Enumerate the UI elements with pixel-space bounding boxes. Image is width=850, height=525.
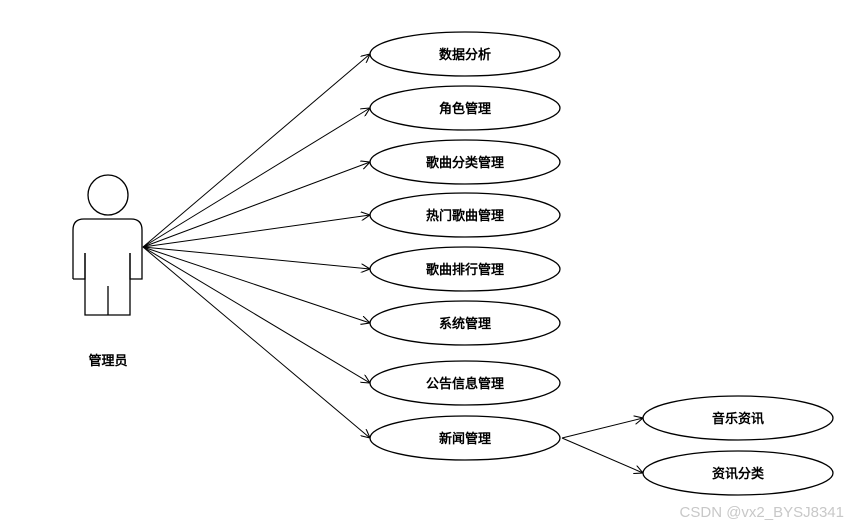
actor-head	[87, 174, 129, 216]
use-case-ellipse	[369, 192, 561, 238]
use-case-ellipse	[369, 360, 561, 406]
association-arrow	[561, 437, 643, 473]
use-case-label: 数据分析	[439, 47, 491, 63]
use-case-ellipse	[369, 246, 561, 292]
use-case-ellipse	[369, 415, 561, 461]
association-arrow	[142, 246, 370, 438]
association-arrow	[561, 418, 643, 439]
use-case-label: 歌曲排行管理	[426, 262, 504, 278]
association-arrow	[142, 108, 370, 248]
use-case-6: 公告信息管理	[369, 360, 561, 406]
association-arrow	[142, 246, 370, 323]
use-case-ellipse	[642, 450, 834, 496]
sub-use-case-0: 音乐资讯	[642, 395, 834, 441]
use-case-ellipse	[369, 300, 561, 346]
use-case-label: 资讯分类	[712, 466, 765, 482]
use-case-label: 歌曲分类管理	[426, 155, 504, 171]
use-case-7: 新闻管理	[369, 415, 561, 461]
use-case-0: 数据分析	[369, 31, 561, 77]
use-case-label: 音乐资讯	[712, 411, 764, 427]
use-case-label: 热门歌曲管理	[426, 208, 504, 224]
use-case-5: 系统管理	[369, 300, 561, 346]
use-case-4: 歌曲排行管理	[369, 246, 561, 292]
association-arrow	[142, 246, 370, 269]
use-case-1: 角色管理	[369, 85, 561, 131]
actor-admin: 管理员	[72, 174, 143, 369]
actor-label: 管理员	[88, 353, 127, 369]
use-case-label: 系统管理	[439, 316, 491, 332]
use-case-label: 新闻管理	[439, 431, 491, 447]
actor-body	[72, 218, 143, 280]
use-case-label: 公告信息管理	[426, 376, 504, 392]
use-case-ellipse	[642, 395, 834, 441]
use-case-ellipse	[369, 139, 561, 185]
association-arrow	[142, 162, 370, 248]
use-case-label: 角色管理	[439, 101, 491, 117]
actor-legs	[84, 253, 131, 316]
watermark: CSDN @vx2_BYSJ8341	[679, 504, 844, 521]
association-arrow	[142, 215, 370, 248]
use-case-2: 歌曲分类管理	[369, 139, 561, 185]
use-case-3: 热门歌曲管理	[369, 192, 561, 238]
association-arrow	[142, 54, 370, 248]
sub-use-case-1: 资讯分类	[642, 450, 834, 496]
use-case-ellipse	[369, 31, 561, 77]
use-case-ellipse	[369, 85, 561, 131]
association-arrow	[142, 246, 370, 383]
